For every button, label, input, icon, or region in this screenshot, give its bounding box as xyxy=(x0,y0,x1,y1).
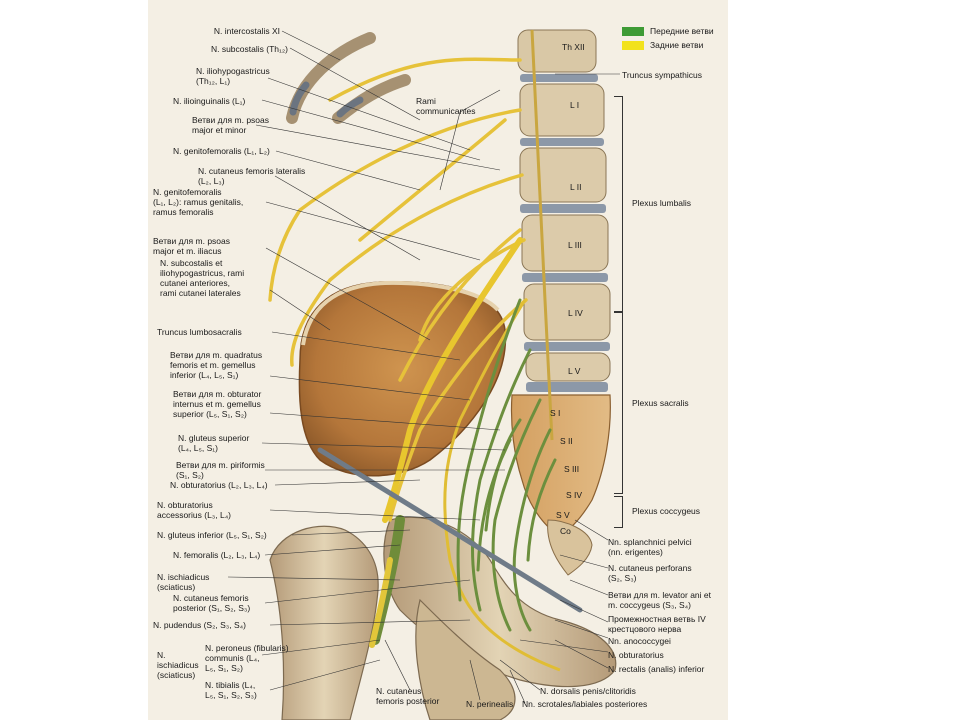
rib-cartilage xyxy=(289,81,364,118)
femur xyxy=(269,525,379,720)
label-plexus-lumbalis: Plexus lumbalis xyxy=(632,198,692,208)
sacral-nerves xyxy=(456,298,557,632)
label-nn-scrotales: Nn. scrotales/labiales posteriores xyxy=(522,699,648,709)
vertebra-label: S I xyxy=(550,408,561,418)
label-n-genitofemoralis: N. genitofemoralis (L₁, L₂) xyxy=(173,146,270,156)
label-n-subcostalis: N. subcostalis (Th₁₂) xyxy=(210,44,288,54)
label-n-dorsalis-penis: N. dorsalis penis/clitoridis xyxy=(540,686,636,696)
label-n-intercostalis-xi: N. intercostalis XI xyxy=(213,26,280,36)
brace-plexus-lumbalis xyxy=(614,96,623,312)
vertebra-label: L I xyxy=(570,100,580,110)
label-n-obturatorius-left: N. obturatorius (L₂, L₃, L₄) xyxy=(170,480,268,490)
vertebra-label: S III xyxy=(564,464,580,474)
iliac-crest xyxy=(301,280,500,346)
rib-12 xyxy=(332,74,411,124)
brace-plexus-coccygeus xyxy=(614,496,623,528)
legend-swatch-yellow xyxy=(622,40,644,50)
label-nn-anococcygei: Nn. anococcygei xyxy=(608,636,671,646)
probe-rod xyxy=(317,447,583,613)
sympathetic-trunk xyxy=(530,29,554,441)
legend-item-posterior: Задние ветви xyxy=(622,40,703,50)
label-n-ilioinguinalis: N. ilioinguinalis (L₁) xyxy=(173,96,246,106)
label-n-gluteus-inferior: N. gluteus inferior (L₅, S₁, S₂) xyxy=(157,530,267,540)
vertebra-label: L IV xyxy=(568,308,583,318)
label-n-tibialis: N. tibialis (L₄,L₅, S₁, S₂, S₃) xyxy=(205,680,257,700)
label-piriformis-branches: Ветви для m. piriformis(S₁, S₂) xyxy=(176,460,265,480)
label-n-gluteus-superior: N. gluteus superior(L₄, L₅, S₁) xyxy=(178,433,250,453)
label-n-ischiadicus-lower: N. ischiadicus (sciaticus) xyxy=(157,650,199,680)
label-plexus-sacralis: Plexus sacralis xyxy=(632,398,689,408)
label-n-femoralis: N. femoralis (L₂, L₃, L₄) xyxy=(173,550,261,560)
label-n-peroneus: N. peroneus (fibularis)communis (L₄,L₅, … xyxy=(205,643,289,673)
label-n-iliohypogastricus: N. iliohypogastricus(Th₁₂, L₁) xyxy=(196,66,270,86)
label-n-obturatorius-right: N. obturatorius xyxy=(608,650,664,660)
obturator-nerve xyxy=(443,299,561,672)
legend-item-anterior: Передние ветви xyxy=(622,26,714,36)
coccyx xyxy=(547,519,593,576)
label-truncus-sympathicus: Truncus sympathicus xyxy=(622,70,702,80)
sciatic-nerve-yellow xyxy=(369,557,393,648)
label-n-ischiadicus: N. ischiadicus(sciaticus) xyxy=(157,572,210,592)
label-n-pudendus: N. pudendus (S₂, S₃, S₄) xyxy=(153,620,246,630)
label-n-perinealis: N. perinealis xyxy=(466,699,514,709)
vertebra-label: Th XII xyxy=(562,42,585,52)
label-n-cutaneus-femoris-lateralis: N. cutaneus femoris lateralis(L₂, L₃) xyxy=(198,166,306,186)
legend-label: Передние ветви xyxy=(650,26,714,36)
legend-label: Задние ветви xyxy=(650,40,704,50)
vertebral-column xyxy=(517,29,611,392)
vertebra-label: L II xyxy=(570,182,582,192)
vertebra-label: S V xyxy=(556,510,570,520)
vertebra-label: S IV xyxy=(566,490,583,500)
label-n-rectalis-inferior: N. rectalis (analis) inferior xyxy=(608,664,705,674)
label-n-cutaneus-perforans: N. cutaneus perforans(S₂, S₃) xyxy=(608,563,692,583)
label-nn-splanchnici-pelvici: Nn. splanchnici pelvici(nn. erigentes) xyxy=(608,537,692,557)
vertebra-label: S II xyxy=(560,436,573,446)
ischium xyxy=(415,598,516,720)
label-n-genitofemoralis-rami: N. genitofemoralis(L₁, L₂): ramus genita… xyxy=(153,187,244,217)
vertebra-label: L III xyxy=(568,240,582,250)
lumbar-nerves xyxy=(268,57,528,522)
vertebra-label: L V xyxy=(568,366,581,376)
legend-swatch-green xyxy=(622,26,644,36)
leader-lines xyxy=(227,30,620,704)
vertebra-label: Co xyxy=(560,526,571,536)
brace-plexus-sacralis xyxy=(614,312,623,494)
label-plexus-coccygeus: Plexus coccygeus xyxy=(632,506,701,516)
label-truncus-lumbosacralis: Truncus lumbosacralis xyxy=(157,327,242,337)
